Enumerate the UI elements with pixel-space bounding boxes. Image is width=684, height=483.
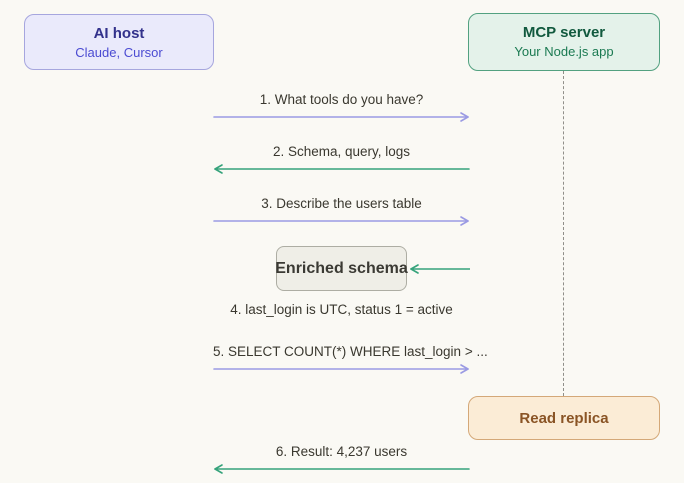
enriched-schema-label: Enriched schema — [275, 259, 408, 277]
mcp-lifeline — [563, 71, 564, 396]
arrow-right-icon — [213, 112, 469, 122]
message-5: 5. SELECT COUNT(*) WHERE last_login > ..… — [213, 343, 488, 374]
ai-host-title: AI host — [93, 25, 145, 42]
message-6: 6. Result: 4,237 users — [213, 443, 470, 474]
mcp-server-subtitle: Your Node.js app — [514, 44, 614, 59]
arrow-left-icon — [214, 164, 470, 174]
message-4-label: 4. last_login is UTC, status 1 = active — [230, 302, 453, 317]
actor-ai-host: AI host Claude, Cursor — [24, 14, 214, 70]
message-1-label: 1. What tools do you have? — [259, 92, 424, 107]
node-enriched-schema: Enriched schema — [275, 246, 408, 291]
message-2-label: 2. Schema, query, logs — [272, 144, 411, 159]
read-replica-label: Read replica — [519, 409, 609, 427]
ai-host-subtitle: Claude, Cursor — [75, 45, 163, 60]
arrow-right-icon — [213, 364, 469, 374]
mcp-server-title: MCP server — [522, 24, 606, 41]
message-2: 2. Schema, query, logs — [213, 143, 470, 174]
arrow-left-icon — [410, 264, 470, 274]
message-1: 1. What tools do you have? — [213, 91, 470, 122]
node-read-replica: Read replica — [468, 396, 660, 440]
message-3: 3. Describe the users table — [213, 195, 470, 226]
message-3-label: 3. Describe the users table — [261, 196, 422, 211]
arrow-right-icon — [213, 216, 469, 226]
actor-mcp-server: MCP server Your Node.js app — [468, 13, 660, 71]
message-6-label: 6. Result: 4,237 users — [275, 444, 408, 459]
message-4: 4. last_login is UTC, status 1 = active — [213, 301, 470, 322]
message-5-label: 5. SELECT COUNT(*) WHERE last_login > ..… — [213, 344, 488, 359]
arrow-left-icon — [214, 464, 470, 474]
